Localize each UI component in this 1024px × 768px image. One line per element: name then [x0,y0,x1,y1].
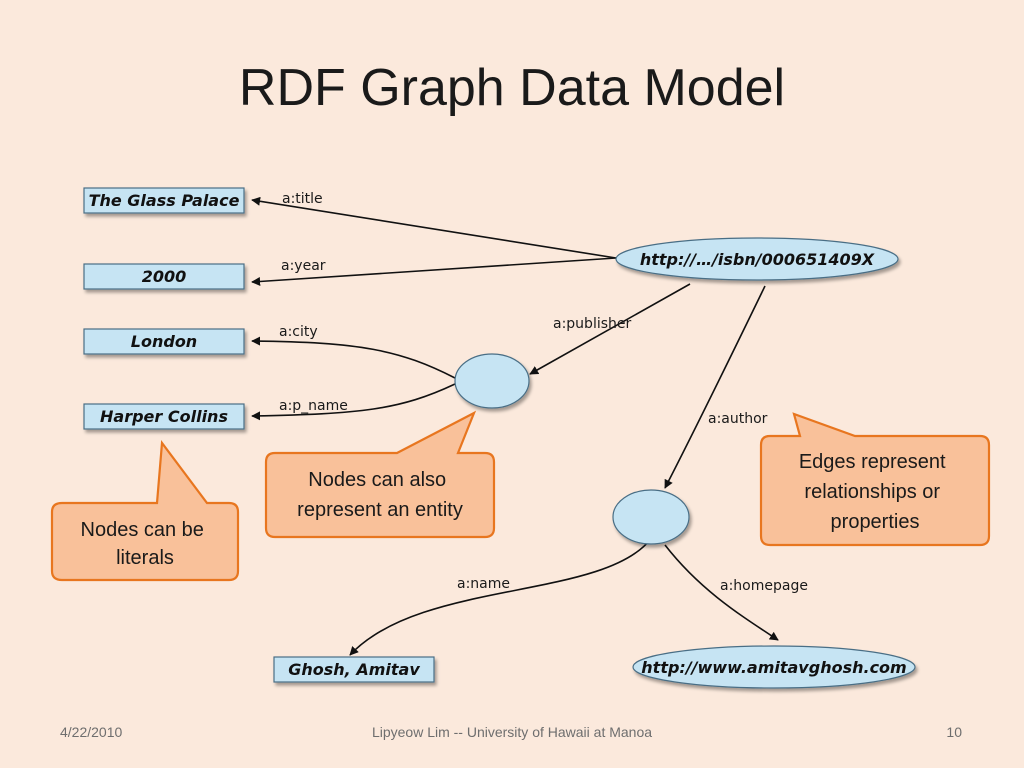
edge-label-homepage: a:homepage [720,578,808,594]
callout-entity: Nodes can also represent an entity [264,410,496,539]
literal-city-text: London [131,332,197,351]
edge-author [664,285,766,489]
callout-edges-line2: relationships or [804,481,940,503]
edge-homepage [664,544,779,641]
edge-label-p-name: a:p_name [279,398,348,414]
callout-edges: Edges represent relationships or propert… [759,412,991,547]
edge-title [251,196,617,259]
footer-date: 4/22/2010 [60,724,123,740]
footer-page-number: 10 [946,724,962,740]
edge-year [251,257,617,286]
uri-homepage-node: http://www.amitavghosh.com [632,645,916,689]
literal-title-text: The Glass Palace [89,191,240,210]
edge-city [251,336,456,379]
callout-entity-line1: Nodes can also [308,469,446,491]
uri-homepage-text: http://www.amitavghosh.com [641,658,906,677]
literal-title-node: The Glass Palace [83,187,245,214]
slide-title: RDF Graph Data Model [238,59,786,117]
svg-text:Edges represent relation: Edges represent relationships or propert… [799,451,951,533]
edge-label-name: a:name [457,576,510,592]
literal-year-node: 2000 [83,263,245,290]
callout-literals-line1: Nodes can be [81,519,204,541]
edge-label-author: a:author [708,411,768,427]
edge-publisher [529,283,691,375]
edge-label-year: a:year [281,258,326,274]
literal-year-text: 2000 [142,267,187,286]
callout-edges-line3: properties [831,511,920,533]
callout-literals-line2: literals [116,547,174,569]
literal-name-text: Ghosh, Amitav [288,660,420,679]
blank-node-publisher [454,353,530,409]
literal-p-name-text: Harper Collins [100,407,228,426]
callout-edges-line1: Edges represent [799,451,946,473]
graph-edges [251,196,779,656]
literal-city-node: London [83,328,245,355]
callout-literals: Nodes can be literals [50,440,240,582]
svg-text:Nodes can also represent: Nodes can also represent an entity [297,469,463,521]
edge-name [349,539,651,656]
footer-author: Lipyeow Lim -- University of Hawaii at M… [371,724,653,740]
edge-p-name [251,383,456,421]
literal-name-node: Ghosh, Amitav [273,656,435,683]
edge-label-publisher: a:publisher [553,316,632,332]
blank-node-author [612,489,690,545]
edge-label-city: a:city [279,324,318,340]
uri-book-text: http://…/isbn/000651409X [640,250,875,269]
svg-text:Nodes can be literals: Nodes can be literals [81,519,210,569]
uri-book-node: http://…/isbn/000651409X [615,237,899,281]
literal-p-name-node: Harper Collins [83,403,245,430]
callout-entity-line2: represent an entity [297,499,463,521]
edge-label-title: a:title [282,191,323,207]
